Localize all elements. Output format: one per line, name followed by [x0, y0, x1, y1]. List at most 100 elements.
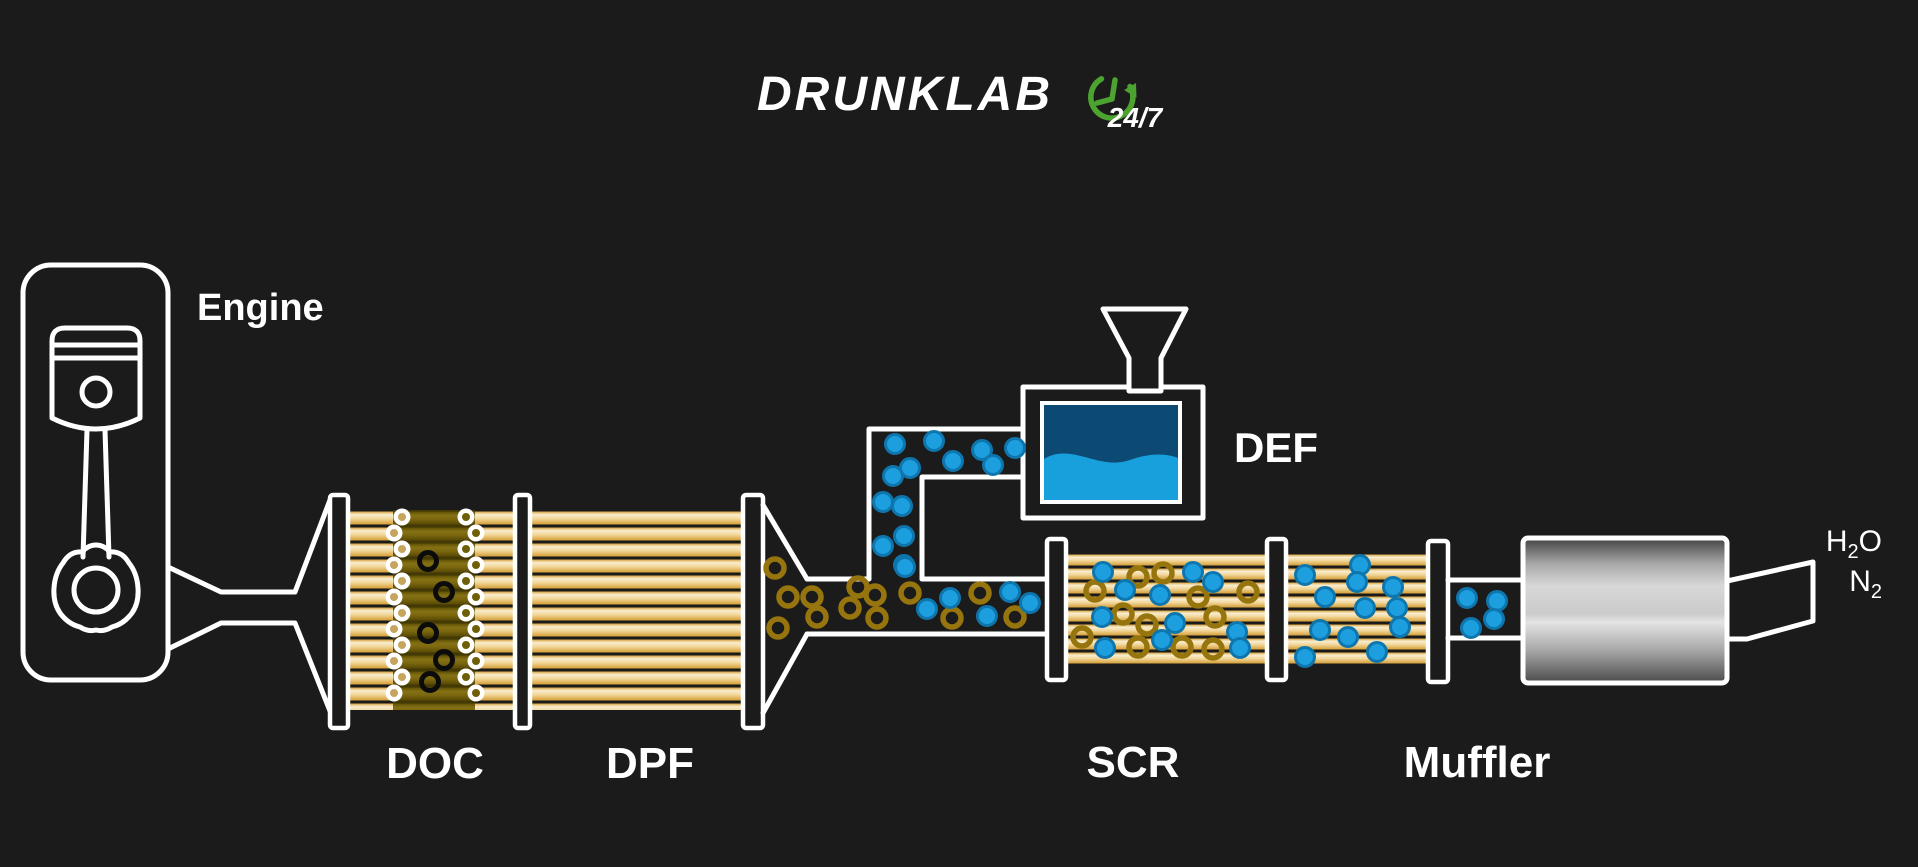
channel-opening-center	[398, 673, 406, 681]
def-droplet	[1309, 619, 1331, 641]
def-droplet	[1456, 587, 1478, 609]
brand-wordmark: DRUNKLAB	[757, 68, 1053, 121]
def-droplet	[971, 439, 993, 461]
channel-opening-center	[390, 625, 398, 633]
nox-particle	[1135, 613, 1159, 637]
def-droplet	[1337, 626, 1359, 648]
def-droplet	[872, 491, 894, 513]
channel-opening-center	[390, 529, 398, 537]
channel-opening-center	[398, 641, 406, 649]
channel-opening-center	[472, 561, 480, 569]
nox-particle	[763, 556, 787, 580]
channel-opening-center	[462, 545, 470, 553]
def-droplet	[1092, 561, 1114, 583]
def-droplet	[891, 495, 913, 517]
def-droplet	[882, 465, 904, 487]
dpf-outlet-cone	[760, 502, 810, 716]
channel-opening-center	[398, 513, 406, 521]
engine-block-outline	[20, 262, 171, 683]
doc-channel-openings	[385, 508, 485, 702]
def-droplet	[1294, 646, 1316, 668]
def-droplet	[1019, 592, 1041, 614]
def-droplets-feed	[872, 430, 1026, 576]
nox-particle	[1070, 625, 1094, 649]
tailpipe	[1724, 559, 1816, 642]
channel-opening-center	[390, 593, 398, 601]
outlet-droplets	[1456, 587, 1508, 639]
def-droplet	[916, 598, 938, 620]
nox-particles-pipe	[763, 556, 1027, 640]
def-droplet	[1346, 571, 1368, 593]
def-droplet	[1483, 608, 1505, 630]
n2-label: N2	[1849, 565, 1882, 603]
def-droplet	[884, 433, 906, 455]
doc-dpf-flange	[512, 492, 533, 731]
nox-particle	[1170, 635, 1194, 659]
channel-opening-center	[462, 577, 470, 585]
muffler-assembly	[1445, 535, 1816, 686]
channel-opening-center	[390, 561, 398, 569]
channel-opening-center	[472, 657, 480, 665]
nox-particle	[766, 616, 790, 640]
nox-particle	[838, 596, 862, 620]
engine	[20, 262, 171, 683]
def-droplets-pipe	[894, 556, 1041, 627]
nox-particle	[800, 585, 824, 609]
def-droplet	[1151, 629, 1173, 651]
def-droplet	[893, 525, 915, 547]
nox-particle	[1201, 637, 1225, 661]
muffler-label: Muffler	[1404, 738, 1551, 787]
nox-particle	[1151, 561, 1175, 585]
def-droplet	[1164, 612, 1186, 634]
piston-icon	[49, 325, 143, 634]
def-droplet	[1382, 576, 1404, 598]
doc-dpf-assembly	[327, 492, 766, 731]
clock-24-7-icon	[1088, 76, 1137, 121]
def-droplets-scr1	[1091, 561, 1251, 659]
mixing-pipe	[760, 502, 1050, 716]
muffler-body	[1520, 535, 1730, 686]
def-droplet	[1460, 617, 1482, 639]
def-droplet	[923, 430, 945, 452]
doc-inlet-flange	[327, 492, 351, 731]
def-feed-pipe	[866, 426, 1029, 582]
def-droplet	[982, 454, 1004, 476]
channel-opening-center	[390, 657, 398, 665]
def-droplet	[1294, 564, 1316, 586]
def-droplet	[1094, 637, 1116, 659]
channel-opening-center	[472, 625, 480, 633]
def-droplet	[976, 605, 998, 627]
channel-opening-center	[398, 577, 406, 585]
def-droplet	[1202, 571, 1224, 593]
nox-particle	[968, 581, 992, 605]
def-droplet	[1389, 616, 1411, 638]
channel-opening-center	[462, 513, 470, 521]
channel-opening-center	[472, 689, 480, 697]
nox-particle	[1083, 579, 1107, 603]
channel-opening-center	[472, 529, 480, 537]
def-droplet	[1229, 637, 1251, 659]
nox-particle	[1126, 635, 1150, 659]
def-droplet	[1004, 437, 1026, 459]
def-droplet	[894, 556, 916, 578]
scr-mid-flange	[1264, 536, 1289, 683]
nox-particle	[1003, 605, 1027, 629]
logo: DRUNKLAB 24/7	[757, 68, 1164, 133]
nox-particles-scr	[1070, 561, 1260, 661]
nox-particle	[1203, 605, 1227, 629]
nox-particle	[865, 606, 889, 630]
channel-opening-center	[398, 545, 406, 553]
def-droplet	[939, 587, 961, 609]
engine-pipe	[165, 497, 333, 714]
def-droplet	[1149, 584, 1171, 606]
channel-opening-center	[462, 641, 470, 649]
soot-particle	[417, 622, 439, 644]
nox-particle	[1186, 585, 1210, 609]
nox-particle	[1236, 580, 1260, 604]
soot-particle	[433, 649, 455, 671]
scr-label: SCR	[1087, 738, 1180, 787]
nox-particle	[805, 605, 829, 629]
nox-particle	[863, 583, 887, 607]
nox-particle	[776, 585, 800, 609]
